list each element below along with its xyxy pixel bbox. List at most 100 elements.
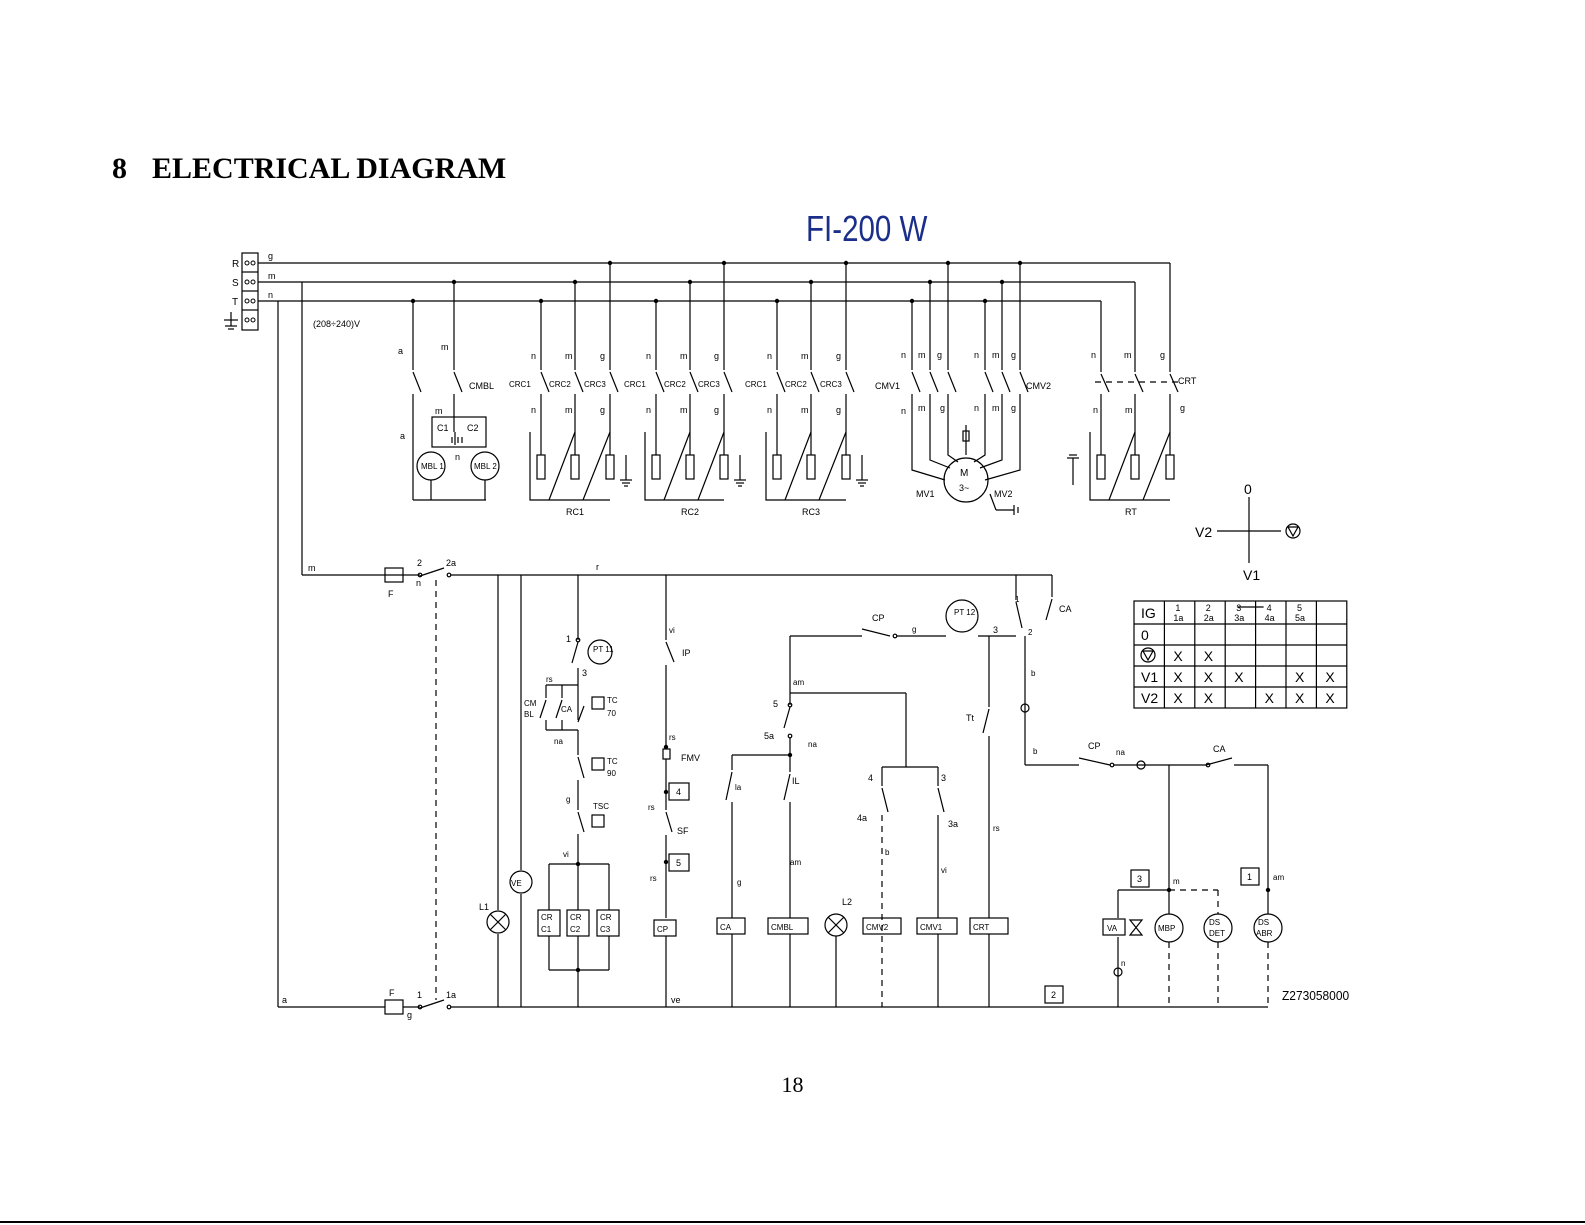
svg-text:n: n (767, 405, 772, 415)
drum-motor-section: CMBL a m m a n C1 C2 MBL 1 MBL 2 (398, 282, 500, 501)
table-cell: X (1265, 690, 1275, 706)
svg-text:C2: C2 (570, 925, 581, 934)
table-header-ig: IG (1141, 605, 1156, 621)
table-cell: X (1295, 669, 1305, 685)
svg-text:g: g (937, 350, 942, 360)
switch-fmv-label: FMV (681, 753, 700, 763)
wire-code-g: g (268, 251, 273, 261)
drawing-code: Z273058000 (1282, 989, 1349, 1004)
svg-text:CR: CR (600, 913, 612, 922)
svg-text:na: na (1116, 748, 1125, 757)
svg-text:m: m (435, 406, 443, 416)
svg-text:g: g (407, 1010, 412, 1020)
heater-group-label: RC1 (566, 507, 584, 517)
mv1-label: MV1 (916, 489, 935, 499)
contactor-label: CRC3 (820, 380, 842, 389)
svg-text:DS: DS (1209, 918, 1220, 927)
svg-text:n: n (1093, 405, 1098, 415)
svg-text:1: 1 (566, 634, 571, 644)
switch-ip-label: IP (682, 648, 691, 658)
table-cell: X (1295, 690, 1305, 706)
svg-text:am: am (1273, 873, 1284, 882)
svg-text:3~: 3~ (959, 483, 969, 493)
switch-tt-label: Tt (966, 713, 974, 723)
svg-text:70: 70 (607, 709, 616, 718)
svg-text:vi: vi (941, 866, 947, 875)
svg-text:rs: rs (993, 824, 1000, 833)
cmv2-label: CMV2 (1026, 381, 1051, 391)
svg-text:CR: CR (570, 913, 582, 922)
table-cell: X (1325, 669, 1335, 685)
svg-text:n: n (974, 350, 979, 360)
svg-text:CM: CM (524, 699, 537, 708)
svg-text:CA: CA (561, 705, 573, 714)
svg-text:2a: 2a (446, 558, 456, 568)
svg-text:g: g (737, 878, 741, 887)
svg-text:4: 4 (676, 787, 681, 797)
svg-text:3: 3 (1137, 874, 1142, 884)
svg-text:1: 1 (1015, 595, 1020, 604)
svg-text:1: 1 (417, 990, 422, 1000)
bottom-rule (0, 1221, 1585, 1223)
boxed-number-2 (1044, 985, 1064, 1004)
valve-va-label: VA (1107, 924, 1118, 933)
page-number: 18 (781, 1072, 804, 1097)
svg-text:m: m (1173, 877, 1180, 886)
stop-symbol-icon (1285, 523, 1301, 539)
pump-mbp-icon (1154, 913, 1184, 943)
svg-text:rs: rs (650, 874, 657, 883)
svg-text:CA: CA (1213, 744, 1226, 754)
svg-text:m: m (1125, 405, 1133, 415)
dial-position-0: 0 (1244, 481, 1252, 497)
fuse-bottom-icon (384, 999, 404, 1015)
fuse-bottom-label: F (389, 988, 395, 998)
table-header: 5 (1297, 603, 1302, 613)
section-title: ELECTRICAL DIAGRAM (152, 152, 507, 185)
svg-text:m: m (1124, 350, 1132, 360)
svg-text:2: 2 (417, 558, 422, 568)
fan-motor-icon (943, 457, 989, 503)
svg-text:m: m (918, 350, 926, 360)
motor-mbl1-label: MBL 1 (421, 462, 444, 471)
supply-bus (258, 260, 1170, 1007)
svg-text:g: g (714, 405, 719, 415)
svg-text:m: m (308, 563, 316, 573)
contactor-label: CRC3 (584, 380, 606, 389)
svg-text:5a: 5a (1295, 613, 1305, 623)
svg-text:n: n (1091, 350, 1096, 360)
svg-text:m: m (992, 350, 1000, 360)
svg-text:n: n (455, 452, 460, 462)
svg-text:n: n (1121, 959, 1125, 968)
dial-position-v1: V1 (1243, 567, 1260, 583)
svg-text:g: g (1180, 403, 1185, 413)
timer-pt12-icon (945, 599, 979, 633)
svg-text:M: M (960, 468, 968, 479)
switch-sf-label: SF (677, 826, 689, 836)
heater-group-label: RC2 (681, 507, 699, 517)
coil-cr-c2: CR C2 (566, 909, 590, 937)
svg-text:ABR: ABR (1256, 929, 1273, 938)
dispenser-abr-icon (1253, 913, 1283, 943)
svg-text:g: g (836, 405, 841, 415)
svg-text:TSC: TSC (593, 802, 609, 811)
svg-text:m: m (918, 403, 926, 413)
table-cell: X (1204, 690, 1214, 706)
svg-text:b: b (885, 848, 890, 857)
wire-code-m: m (268, 271, 276, 281)
motor-mbl2-label: MBL 2 (474, 462, 497, 471)
fan-ve-label: VE (511, 879, 522, 888)
lamp-l1-label: L1 (479, 902, 489, 912)
coil-cp: CP (653, 919, 677, 937)
contactor-label: CRC2 (549, 380, 571, 389)
svg-text:am: am (793, 678, 804, 687)
svg-text:2: 2 (1051, 990, 1056, 1000)
svg-text:rs: rs (669, 733, 676, 742)
svg-text:am: am (790, 858, 801, 867)
svg-text:rs: rs (546, 675, 553, 684)
